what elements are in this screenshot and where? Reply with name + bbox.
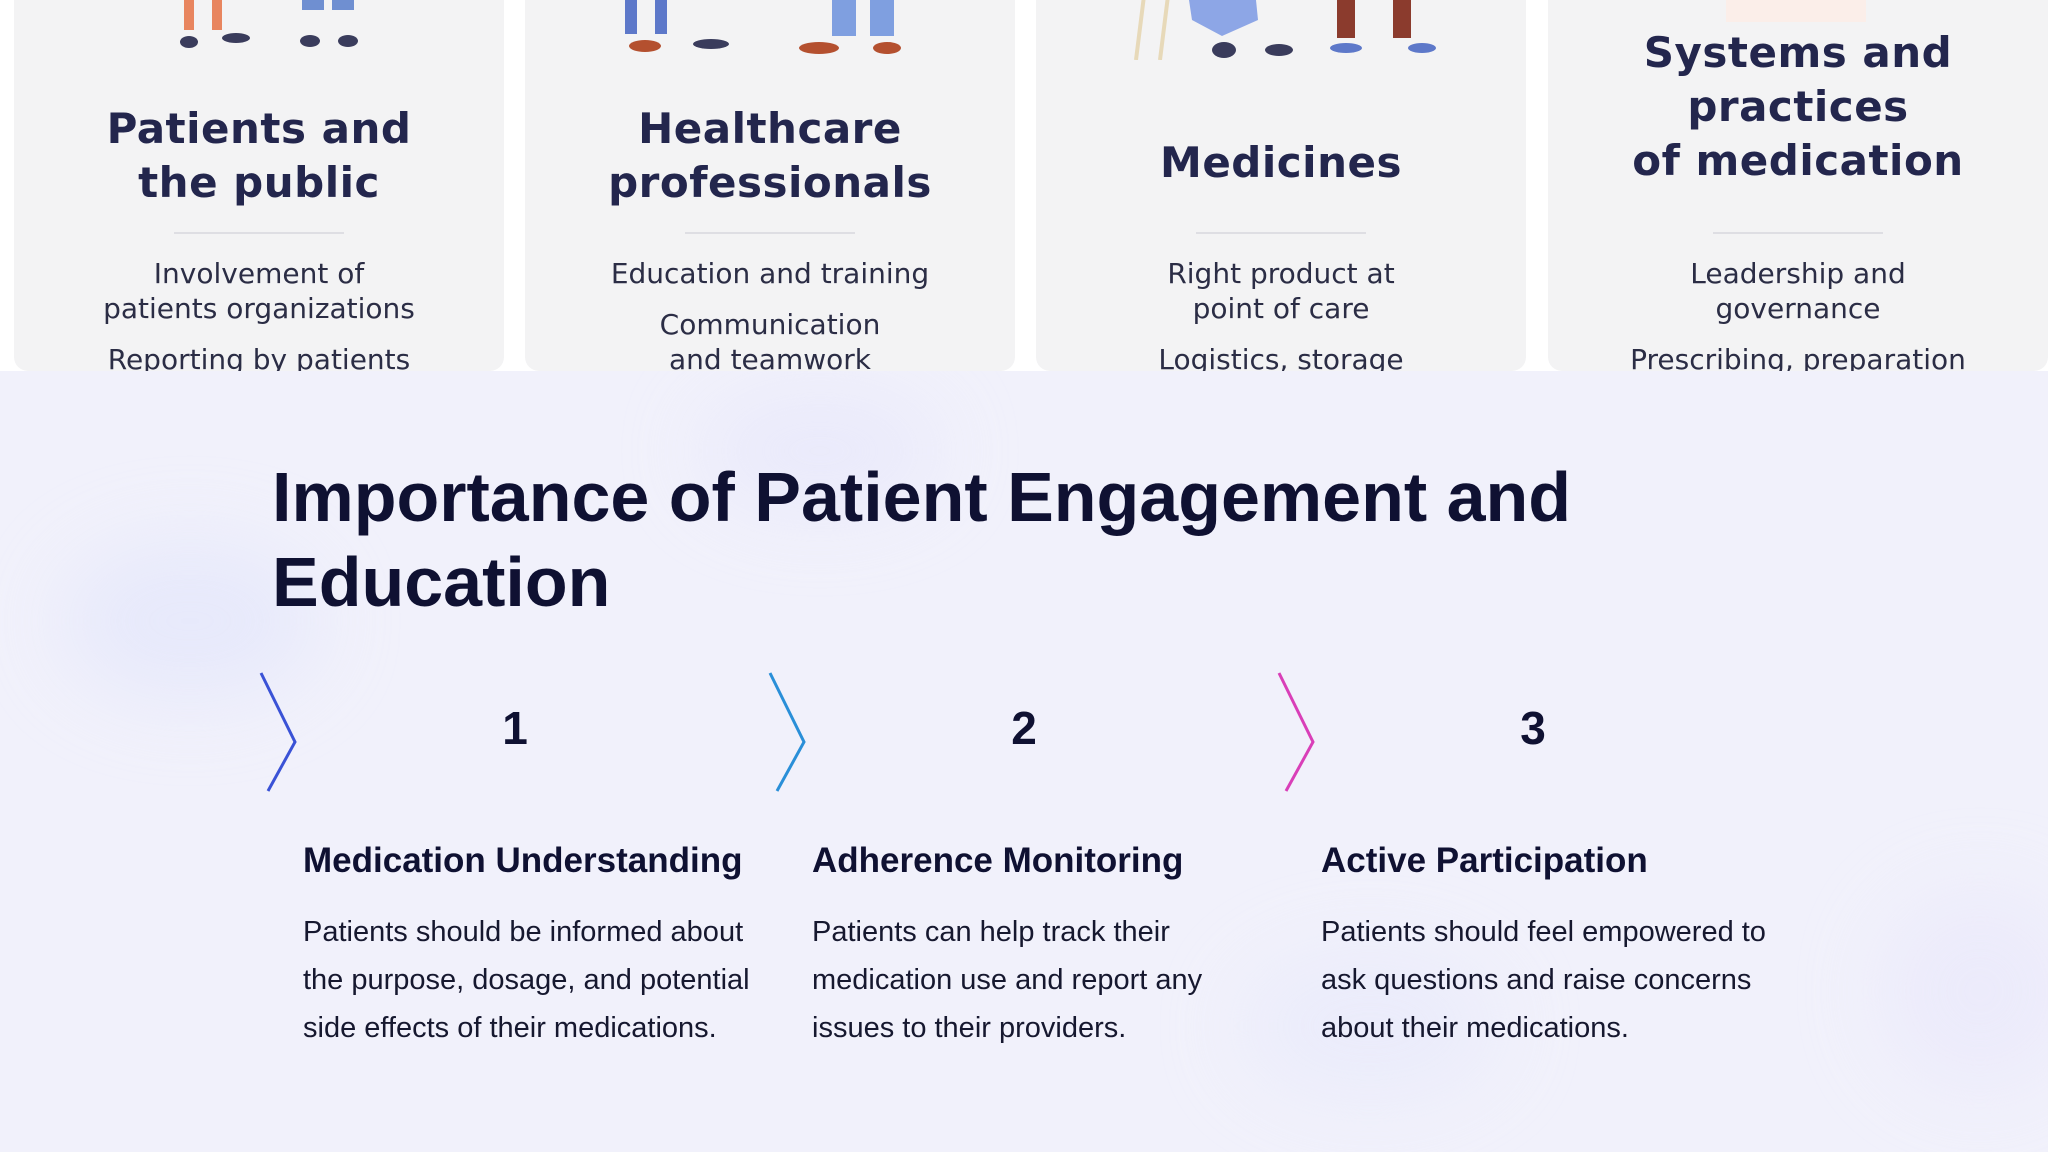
card-item: governance	[1715, 292, 1881, 325]
card-title-line: of medication	[1632, 136, 1964, 185]
professionals-illustration-icon	[625, 0, 901, 54]
card-title-line: Patients and	[106, 104, 412, 153]
step-1-chevron	[259, 672, 297, 792]
slide: Importance of Patient Engagement and Edu…	[0, 371, 2048, 1152]
step-3-heading: Active Participation	[1321, 841, 1648, 880]
card-item: Right product at	[1167, 257, 1395, 290]
card-title-line: the public	[138, 158, 380, 207]
card-item: Leadership and	[1690, 257, 1906, 290]
card-systems-practices: Systems and practices of medication Lead…	[1548, 0, 2048, 371]
card-item: Involvement of	[153, 257, 365, 290]
card-item: Prescribing, preparation	[1630, 343, 1966, 371]
card-divider	[1196, 232, 1366, 234]
card-title-line: Systems and	[1643, 28, 1953, 77]
step-2-heading: Adherence Monitoring	[812, 841, 1184, 880]
card-item: patients organizations	[103, 292, 415, 325]
card-patients-public: Patients and the public Involvement of p…	[14, 0, 504, 371]
card-divider	[685, 232, 855, 234]
top-card-strip: Patients and the public Involvement of p…	[0, 0, 2048, 371]
card-item: and teamwork	[669, 343, 871, 371]
medicines-illustration-icon	[1134, 0, 1436, 60]
people-illustration-icon	[180, 0, 358, 48]
systems-illustration-icon	[1726, 0, 1866, 22]
timeline	[259, 672, 1787, 792]
step-3-number: 3	[1520, 702, 1546, 754]
card-medicines: Medicines Right product at point of care…	[1036, 0, 1526, 371]
step-1-heading: Medication Understanding	[303, 841, 743, 880]
step-1-number: 1	[502, 702, 528, 754]
card-title-line: Medicines	[1160, 138, 1402, 187]
background-glow	[700, 391, 940, 511]
card-title-line: Healthcare	[638, 104, 902, 153]
card-item: point of care	[1192, 292, 1370, 325]
slide-title: Importance of Patient Engagement and Edu…	[272, 458, 1572, 621]
card-item: Communication	[659, 308, 881, 341]
card-healthcare-professionals: Healthcare professionals Education and t…	[525, 0, 1015, 371]
step-1-body: Patients should be informed about the pu…	[303, 916, 750, 1044]
background-glow	[1240, 951, 1500, 1101]
step-2-body: Patients can help track their medication…	[812, 916, 1203, 1044]
step-2-number: 2	[1011, 702, 1037, 754]
card-title-line: practices	[1687, 82, 1909, 131]
card-title-line: professionals	[608, 158, 932, 207]
step-3-body: Patients should feel empowered to ask qu…	[1321, 916, 1766, 1044]
step-3-chevron	[1277, 672, 1315, 792]
card-item: Reporting by patients	[107, 343, 411, 371]
background-glow	[1880, 891, 2048, 1091]
step-2-chevron	[768, 672, 806, 792]
card-item: Education and training	[610, 257, 930, 290]
card-divider	[174, 232, 344, 234]
card-item: Logistics, storage	[1158, 343, 1404, 371]
card-divider	[1713, 232, 1883, 234]
